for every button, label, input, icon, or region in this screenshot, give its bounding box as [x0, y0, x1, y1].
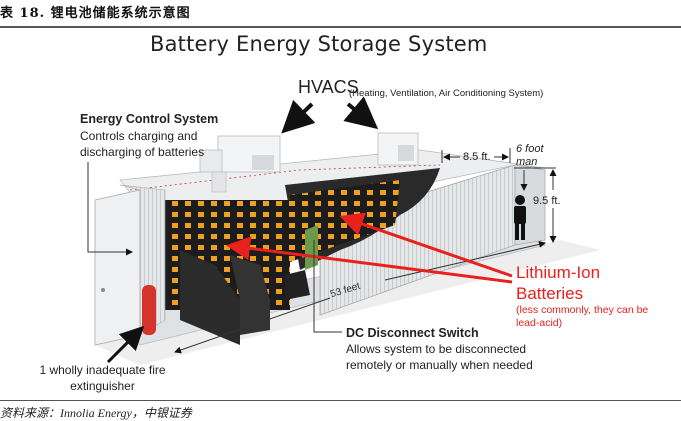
lithium-ion-note: (less commonly, they can be lead-acid): [516, 304, 649, 329]
container-door: [94, 189, 141, 346]
roof-edge: [129, 164, 441, 191]
ecs-leader-line: [87, 162, 133, 256]
length-dim-arrow-left: [174, 297, 331, 354]
dc-leader-line: [313, 240, 342, 333]
bottom-rule: [0, 400, 681, 401]
hvacs-label: HVACS: [298, 77, 359, 97]
hvacs-subtitle: (Heating, Ventilation, Air Conditioning …: [349, 88, 544, 99]
partition-panel-left: [180, 250, 240, 345]
dc-switch-description: Allows system to be disconnected remotel…: [346, 342, 533, 372]
fire-arrow: [106, 325, 145, 364]
source-note: 资料来源：Innolia Energy，中银证券: [0, 406, 192, 420]
height-dimension-label: 9.5 ft.: [533, 195, 561, 207]
fire-extinguisher-label: 1 wholly inadequate fire extinguisher: [39, 363, 166, 393]
diagram-title: Battery Energy Storage System: [150, 32, 488, 56]
man-silhouette: [514, 195, 526, 240]
door-handle: [101, 288, 105, 292]
width-dimension-label: 8.5 ft.: [463, 151, 491, 163]
ecs-description: Controls charging and discharging of bat…: [80, 129, 205, 159]
partition-panel-right: [230, 255, 270, 335]
dc-switch-title: DC Disconnect Switch: [346, 326, 479, 340]
battery-arrow-right: [339, 212, 513, 278]
hvacs-arrow-right: [343, 96, 379, 130]
dc-switch-graphic: [305, 225, 318, 270]
fire-extinguisher-graphic: [142, 285, 156, 335]
top-rule: [0, 26, 681, 28]
battery-arrow-left: [226, 236, 513, 284]
lithium-ion-label: Lithium-Ion Batteries: [516, 263, 601, 303]
man-label: 6 foot man: [516, 143, 544, 168]
figure-caption: 表 18. 锂电池储能系统示意图: [0, 6, 191, 21]
length-dim-arrow-right: [384, 240, 546, 281]
ecs-title: Energy Control System: [80, 112, 219, 126]
hvacs-arrow-left: [281, 99, 316, 134]
